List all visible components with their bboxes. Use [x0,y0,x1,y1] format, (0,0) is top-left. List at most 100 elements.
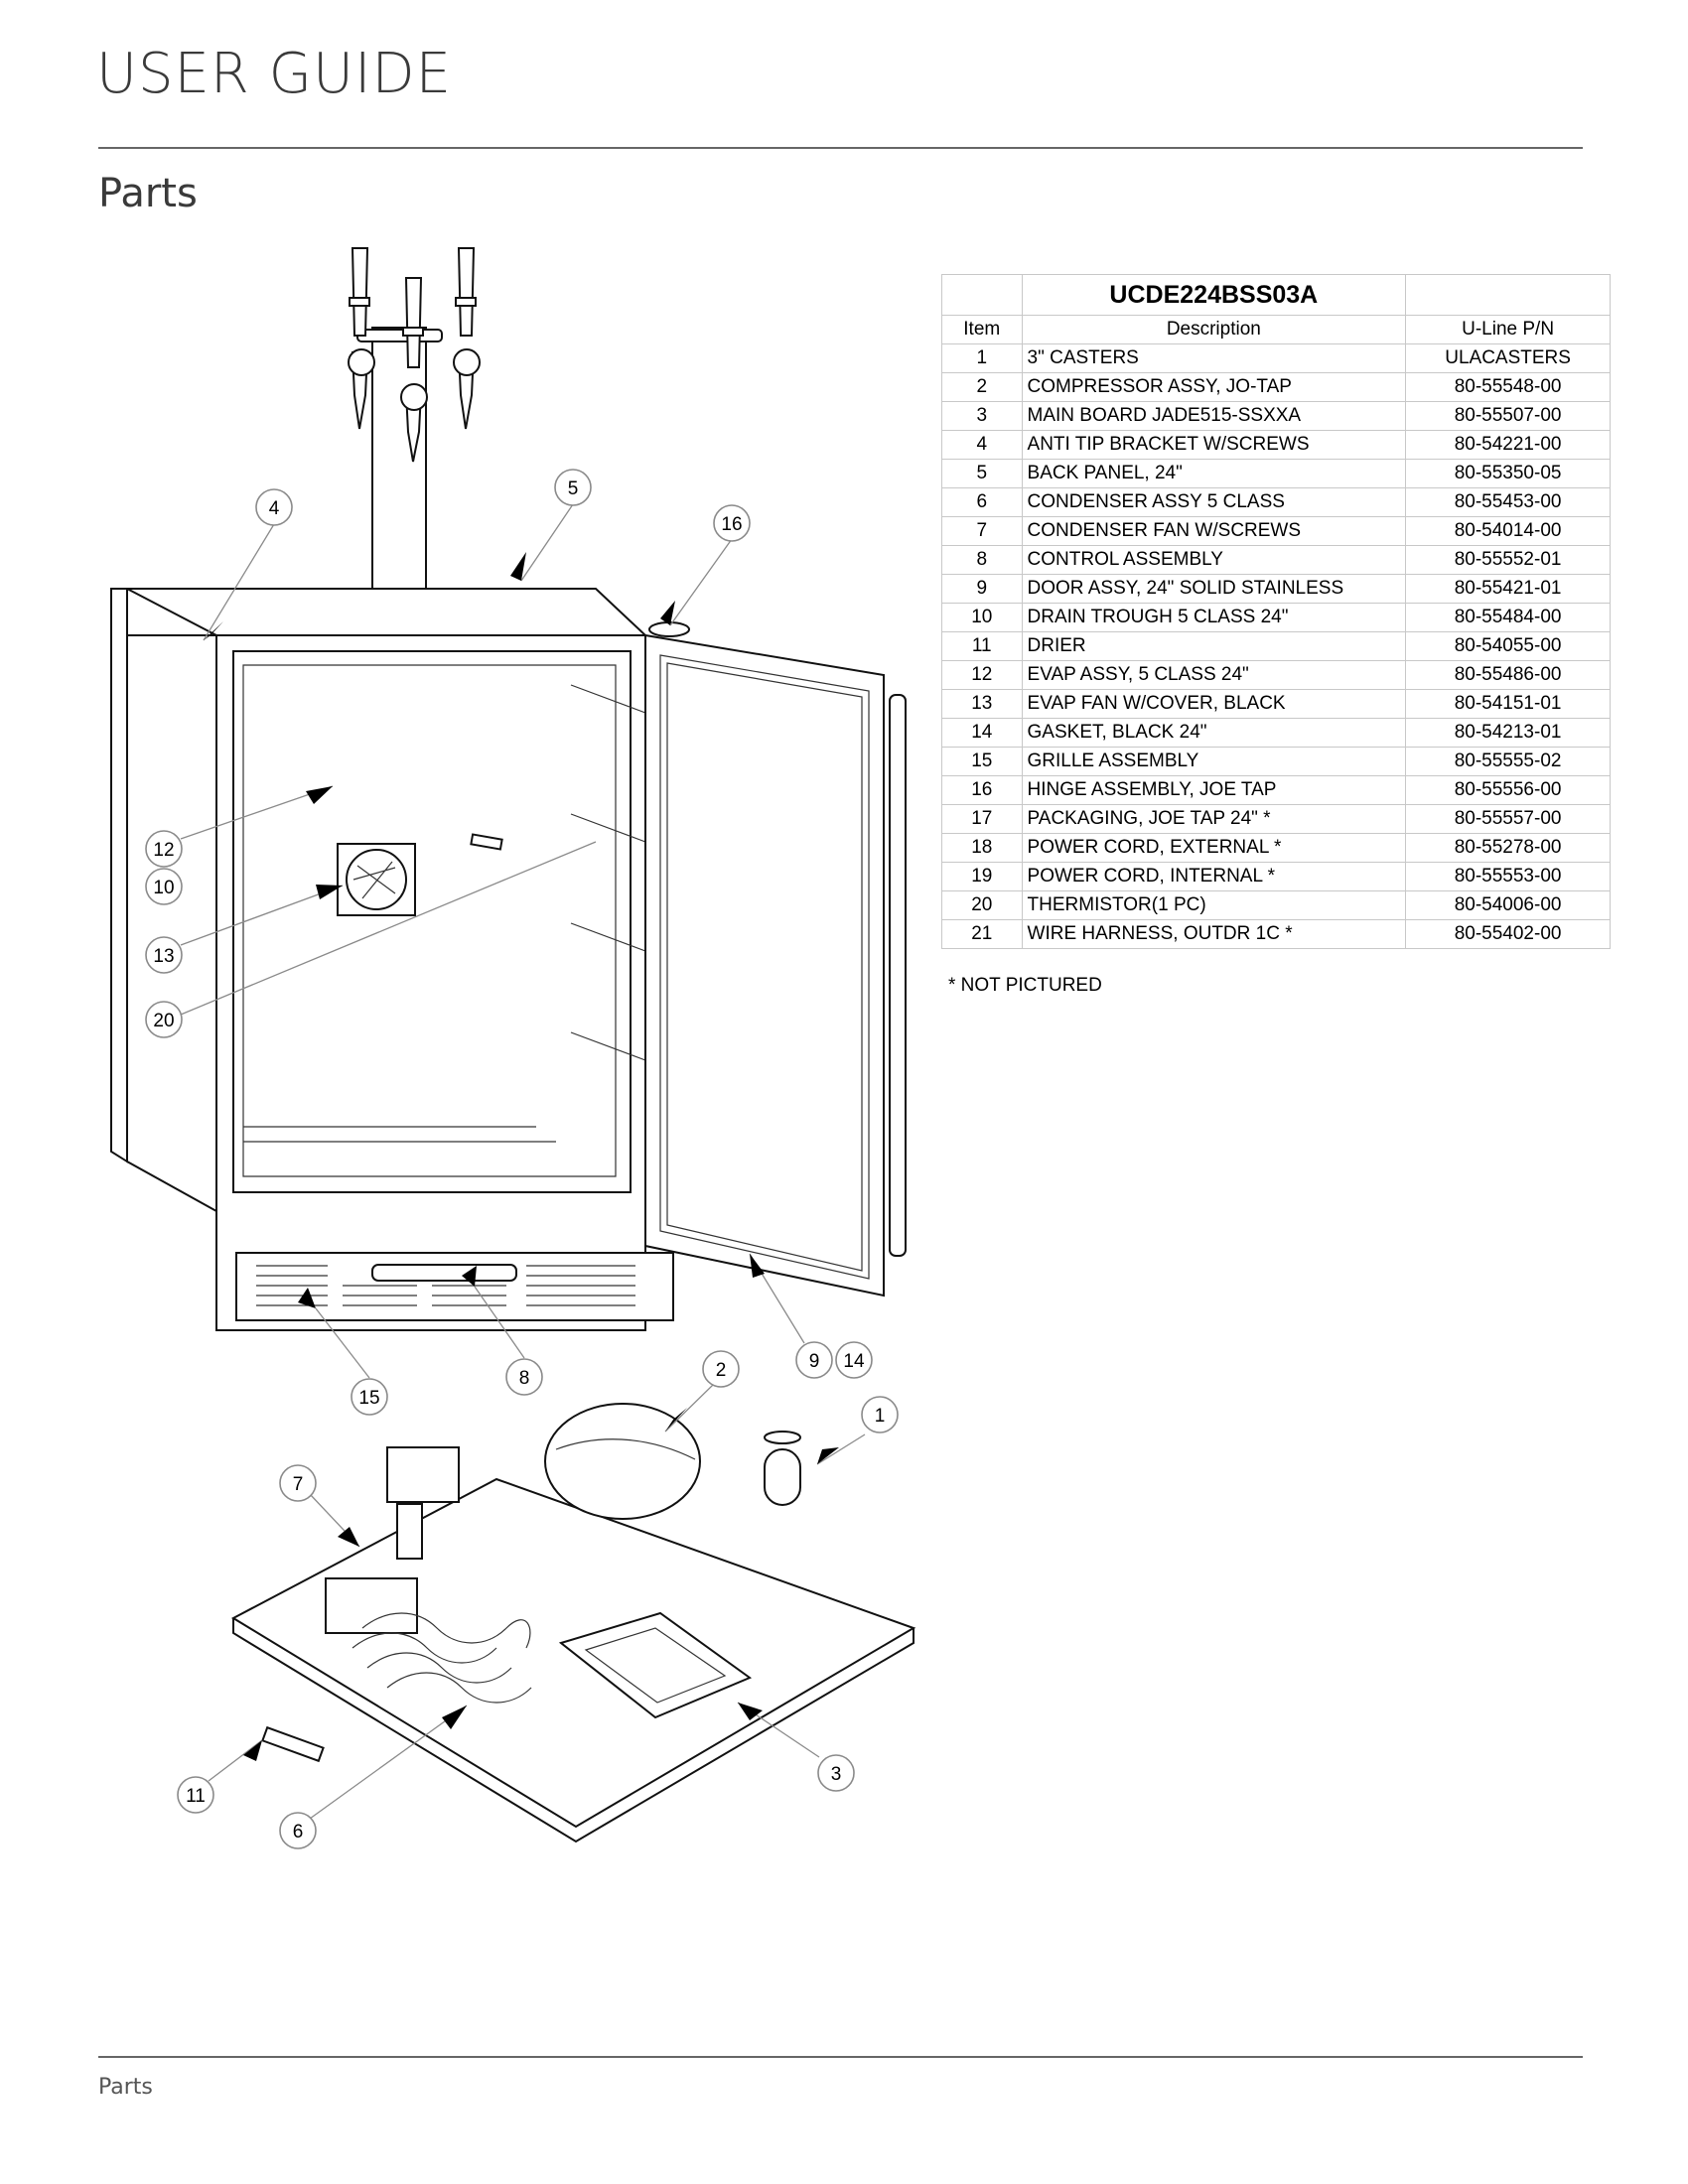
cell-description: POWER CORD, INTERNAL * [1021,862,1407,891]
cell-description: DRIER [1021,631,1407,661]
cell-item: 6 [941,487,1023,517]
cell-description: BACK PANEL, 24" [1021,459,1407,488]
callout-14: 14 [835,1341,873,1379]
callout-8-label: 8 [519,1368,530,1389]
callout-10: 10 [145,868,183,905]
callout-5-label: 5 [568,478,579,499]
callout-16-label: 16 [721,514,742,535]
parts-table: UCDE224BSS03A Item Description U-Line P/… [941,274,1611,949]
cell-part-number: 80-55555-02 [1405,747,1611,776]
cell-part-number: 80-55453-00 [1405,487,1611,517]
callout-11: 11 [177,1776,214,1814]
callout-6-label: 6 [293,1822,304,1843]
cell-part-number: 80-55421-01 [1405,574,1611,604]
callout-5: 5 [554,469,592,506]
callout-2-label: 2 [716,1360,727,1381]
cell-description: CONDENSER ASSY 5 CLASS [1021,487,1407,517]
footer-divider [98,2056,1583,2058]
callout-15: 15 [351,1378,388,1416]
cell-description: ANTI TIP BRACKET W/SCREWS [1021,430,1407,460]
cell-part-number: 80-55350-05 [1405,459,1611,488]
callout-10-label: 10 [153,878,174,898]
cell-description: COMPRESSOR ASSY, JO-TAP [1021,372,1407,402]
cell-part-number: 80-55552-01 [1405,545,1611,575]
cell-part-number: 80-54221-00 [1405,430,1611,460]
callout-14-label: 14 [843,1351,865,1372]
cell-item: 18 [941,833,1023,863]
leader-arrows [204,552,839,1761]
cell-part-number: 80-54151-01 [1405,689,1611,719]
cell-item: 21 [941,919,1023,949]
cell-item: 9 [941,574,1023,604]
column-header-part-number: U-Line P/N [1405,315,1611,344]
cell-item: 14 [941,718,1023,748]
callout-6: 6 [279,1812,317,1849]
cell-item: 8 [941,545,1023,575]
footer-label: Parts [98,2075,153,2100]
cell-item: 12 [941,660,1023,690]
cell-item: 2 [941,372,1023,402]
cell-part-number: 80-55557-00 [1405,804,1611,834]
table-header-row: Item Description U-Line P/N [941,315,1611,344]
cell-description: GRILLE ASSEMBLY [1021,747,1407,776]
cabinet [110,588,674,1331]
callout-4: 4 [255,488,293,526]
cell-item: 15 [941,747,1023,776]
not-pictured-note: * NOT PICTURED [948,975,1102,996]
door [644,621,907,1297]
cell-item: 20 [941,890,1023,920]
cell-description: CONDENSER FAN W/SCREWS [1021,516,1407,546]
callout-12: 12 [145,830,183,868]
callout-2: 2 [702,1350,740,1388]
cell-item: 1 [941,343,1023,373]
parts-exploded-diagram: 4 5 16 12 10 13 20 15 8 2 9 14 [110,247,916,1849]
cell-description: DOOR ASSY, 24" SOLID STAINLESS [1021,574,1407,604]
callout-1-label: 1 [875,1406,886,1427]
cell-description: 3" CASTERS [1021,343,1407,373]
cell-part-number: 80-54055-00 [1405,631,1611,661]
base-assembly [230,1403,916,1843]
callout-12-label: 12 [153,840,174,861]
beer-tower [348,247,481,621]
cell-part-number: 80-54006-00 [1405,890,1611,920]
section-title: Parts [98,171,198,216]
cell-part-number: 80-55548-00 [1405,372,1611,402]
callout-3: 3 [817,1754,855,1792]
cell-description: HINGE ASSEMBLY, JOE TAP [1021,775,1407,805]
page-title: USER GUIDE [96,42,453,106]
cell-item: 17 [941,804,1023,834]
header-divider [98,147,1583,149]
callout-3-label: 3 [831,1764,842,1785]
cell-item: 19 [941,862,1023,891]
callout-20-label: 20 [153,1011,174,1031]
cell-description: MAIN BOARD JADE515-SSXXA [1021,401,1407,431]
callout-13-label: 13 [153,946,174,967]
callout-1: 1 [861,1396,899,1433]
leader-lines [180,503,866,1820]
callout-11-label: 11 [186,1786,206,1807]
cell-part-number: 80-54014-00 [1405,516,1611,546]
cell-description: THERMISTOR(1 PC) [1021,890,1407,920]
cell-part-number: 80-55507-00 [1405,401,1611,431]
callout-9: 9 [795,1341,833,1379]
cell-description: PACKAGING, JOE TAP 24" * [1021,804,1407,834]
callout-16: 16 [713,504,751,542]
cell-description: DRAIN TROUGH 5 CLASS 24" [1021,603,1407,632]
callout-20: 20 [145,1001,183,1038]
